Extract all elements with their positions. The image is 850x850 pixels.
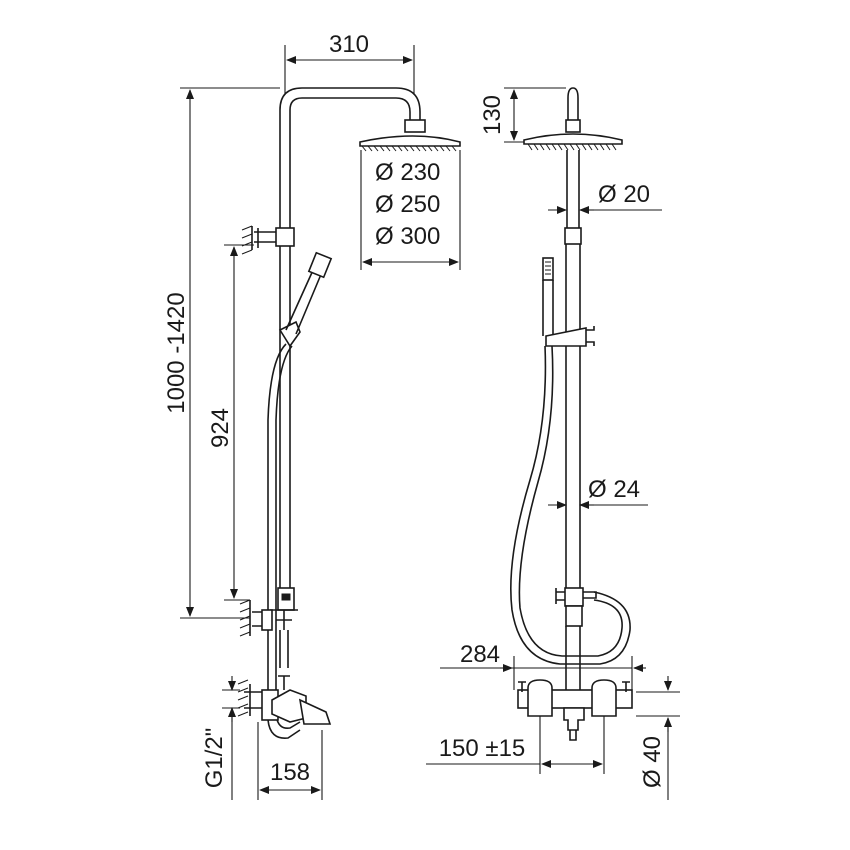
- front-top-tip: [567, 87, 579, 122]
- side-view: 310 Ø 230 Ø 250 Ø 300 1000 -1420 924: [163, 31, 461, 800]
- dim-pipe-24: Ø 24: [548, 476, 648, 509]
- side-lower-pipe: [279, 630, 289, 668]
- front-upper-coupling: [564, 227, 582, 245]
- front-riser-upper: [566, 150, 580, 228]
- dim-150: 150 ±15: [426, 716, 605, 774]
- side-diverter: [270, 587, 298, 630]
- dim-158-label: 158: [270, 759, 310, 786]
- dim-pipe-24-label: Ø 24: [588, 476, 640, 503]
- dim-158: 158: [257, 722, 323, 800]
- dim-body-40: Ø 40: [636, 676, 680, 800]
- dim-130-label: 130: [479, 95, 506, 135]
- side-upper-wall-bracket: [241, 225, 295, 255]
- dim-310-label: 310: [329, 31, 369, 58]
- front-riser-lower: [565, 244, 581, 590]
- front-hose: [510, 345, 631, 665]
- front-shower-head: [523, 133, 623, 145]
- dim-284: 284: [440, 641, 646, 690]
- side-hand-shower-holder: [278, 320, 301, 348]
- dim-head-230-label: Ø 230: [375, 159, 440, 186]
- front-diverter: [555, 587, 597, 690]
- dim-pipe-20: Ø 20: [548, 181, 662, 214]
- dim-thread: G1/2": [201, 676, 240, 800]
- side-lower-wall-bracket: [239, 599, 273, 637]
- dim-head-250-label: Ø 250: [375, 191, 440, 218]
- dim-head-300-label: Ø 300: [375, 223, 440, 250]
- dim-thread-label: G1/2": [201, 728, 228, 789]
- side-hose: [267, 343, 301, 739]
- front-head-connector: [565, 119, 581, 133]
- side-hand-shower: [285, 251, 333, 335]
- dim-pipe-20-label: Ø 20: [598, 181, 650, 208]
- dim-310: 310: [284, 31, 415, 95]
- front-view: 130 Ø 20 Ø 24 284 150: [426, 87, 680, 800]
- dim-924: 924: [207, 244, 254, 601]
- side-head-connector: [404, 119, 426, 133]
- dim-body-40-label: Ø 40: [639, 736, 666, 788]
- dim-total-height: 1000 -1420: [163, 87, 280, 619]
- dim-head-diameters: Ø 230 Ø 250 Ø 300: [360, 150, 461, 270]
- side-shower-head: [359, 135, 461, 147]
- front-mixer: [517, 679, 633, 741]
- dim-284-label: 284: [460, 641, 500, 668]
- front-holder-slider: [545, 327, 587, 347]
- dim-130: 130: [479, 87, 566, 143]
- front-hand-shower: [542, 257, 554, 336]
- dim-150-label: 150 ±15: [439, 735, 526, 762]
- dim-total-height-label: 1000 -1420: [163, 292, 190, 413]
- dim-924-label: 924: [207, 408, 234, 448]
- side-top-arm: [279, 87, 421, 122]
- side-mixer: [237, 675, 332, 725]
